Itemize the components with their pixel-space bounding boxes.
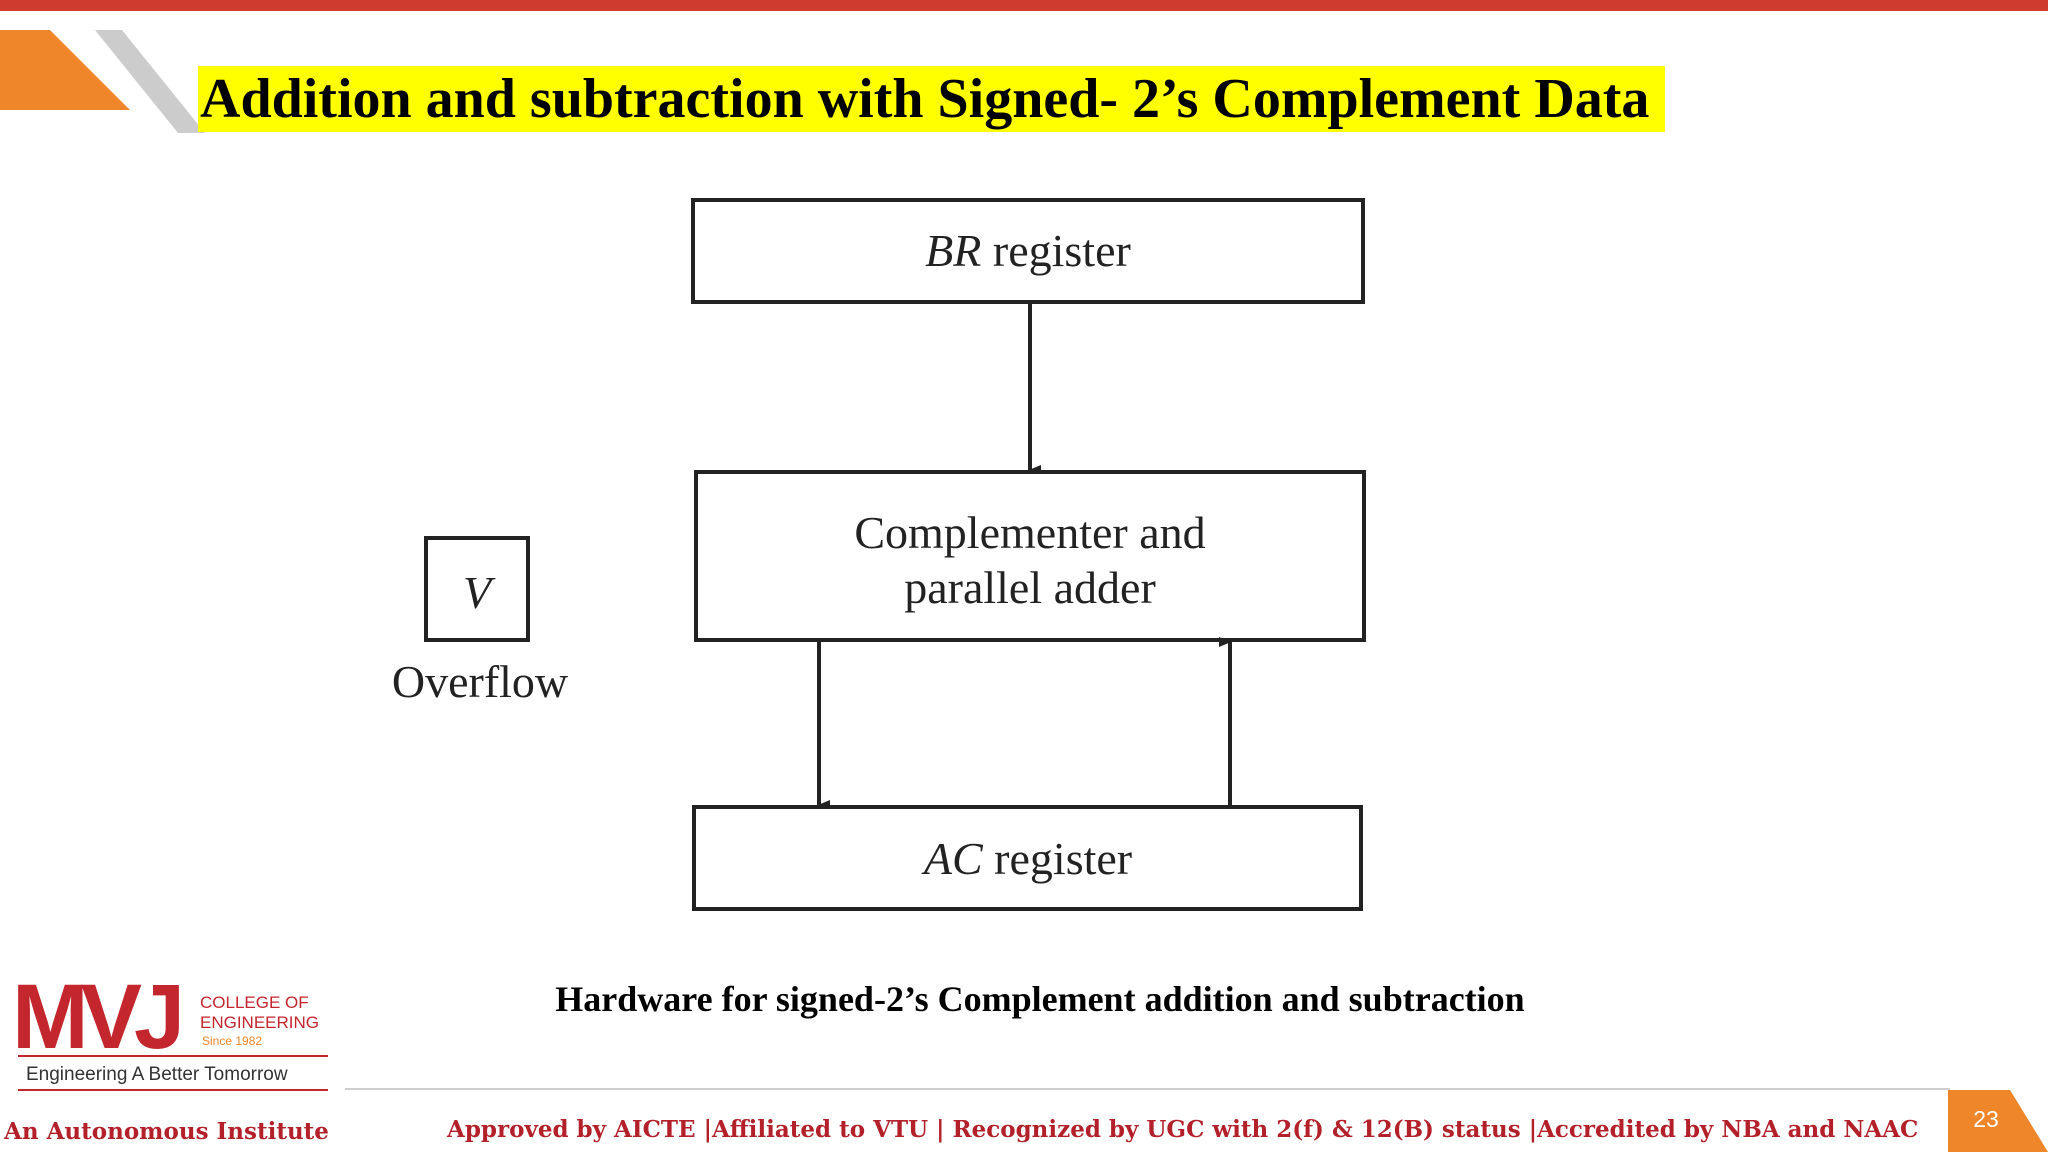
logo-tagline: Engineering A Better Tomorrow [26,1064,288,1085]
ac-register-label: AC register [921,833,1132,884]
adder-label-line2: parallel adder [904,562,1156,613]
overflow-flag-box [424,536,530,642]
diagram-caption: Hardware for signed-2’s Complement addit… [555,979,1525,1019]
slide-title: Addition and subtraction with Signed- 2’… [198,66,1666,132]
logo-since: Since 1982 [202,1034,262,1048]
top-accent-bar [0,0,2048,11]
page-number-badge [1948,1090,2048,1152]
adder-label-line1: Complementer and [854,507,1205,558]
overflow-flag-letter: V [463,567,496,618]
br-register-label: BR register [925,225,1131,276]
logo-line1: COLLEGE OF [200,993,309,1012]
page-number: 23 [1973,1106,1999,1132]
college-logo: MVJ COLLEGE OF ENGINEERING Since 1982 En… [12,966,328,1091]
footer-divider [345,1088,1950,1090]
autonomous-institute-label: An Autonomous Institute [4,1118,329,1145]
logo-mark: MVJ [12,966,179,1068]
logo-line2: ENGINEERING [200,1013,319,1032]
ac-register-box [692,805,1363,911]
accreditation-text: Approved by AICTE |Affiliated to VTU | R… [447,1116,1919,1143]
overflow-label: Overflow [392,656,569,707]
adder-box [694,470,1366,642]
corner-decoration [0,30,205,133]
